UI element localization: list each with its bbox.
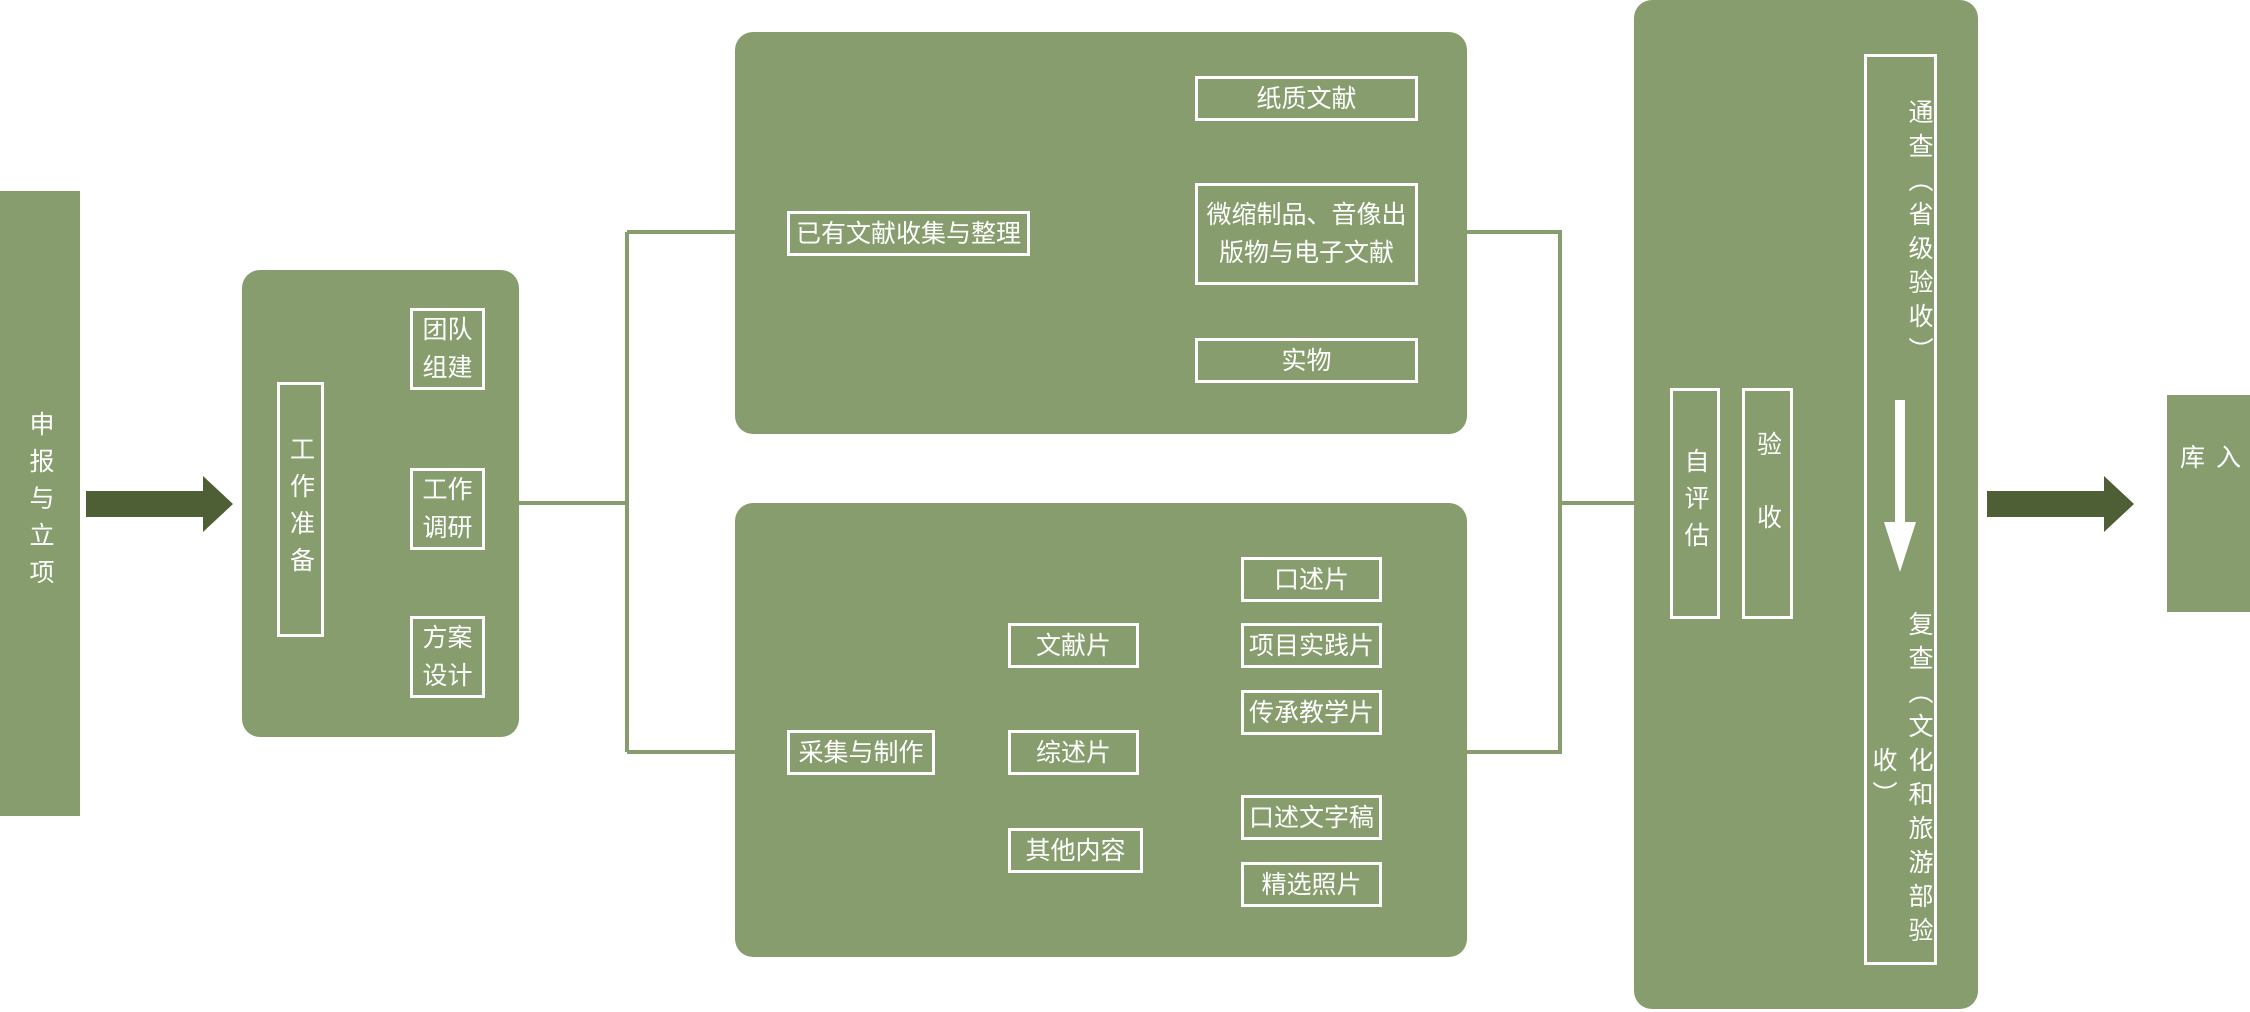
literature-item-object: 实物 <box>1195 338 1418 383</box>
literature-title: 已有文献收集与整理 <box>787 211 1030 256</box>
acceptance-panel <box>1634 0 1978 1009</box>
prep-item-team: 团队组建 <box>410 308 485 390</box>
accept-box: 验收 <box>1742 388 1793 619</box>
apply-label: 申报与立项 <box>26 411 55 596</box>
production-title: 采集与制作 <box>787 730 935 775</box>
store-panel <box>2167 395 2250 612</box>
review-label: 复查（文化和旅游部验收） <box>1869 610 1934 951</box>
self-eval-box: 自评估 <box>1670 388 1720 619</box>
production-cat-doc: 文献片 <box>1008 623 1139 668</box>
production-other-photos: 精选照片 <box>1241 862 1382 907</box>
green-connectors <box>519 230 1634 754</box>
prep-item-research: 工作调研 <box>410 468 485 550</box>
survey-review-box <box>1864 54 1937 965</box>
production-cat-other: 其他内容 <box>1008 828 1143 873</box>
arrow-right-icon <box>1987 476 2134 532</box>
production-doc-practice: 项目实践片 <box>1241 623 1382 668</box>
literature-item-paper: 纸质文献 <box>1195 76 1418 121</box>
production-cat-summary: 综述片 <box>1008 730 1139 775</box>
arrow-right-icon <box>86 476 233 532</box>
survey-label: 通查（省级验收） <box>1905 99 1934 371</box>
prep-item-plan: 方案设计 <box>410 616 485 698</box>
arrow-down-icon <box>1884 400 1916 572</box>
production-other-transcript: 口述文字稿 <box>1241 795 1382 840</box>
production-doc-teaching: 传承教学片 <box>1241 690 1382 735</box>
literature-item-media: 微缩制品、音像出版物与电子文献 <box>1195 183 1418 285</box>
literature-panel <box>735 32 1467 434</box>
prep-title: 工作准备 <box>277 382 324 637</box>
apply-panel <box>0 191 80 816</box>
production-doc-oral: 口述片 <box>1241 557 1382 602</box>
prep-panel <box>242 270 519 737</box>
store-label: 入库 <box>2176 443 2242 564</box>
